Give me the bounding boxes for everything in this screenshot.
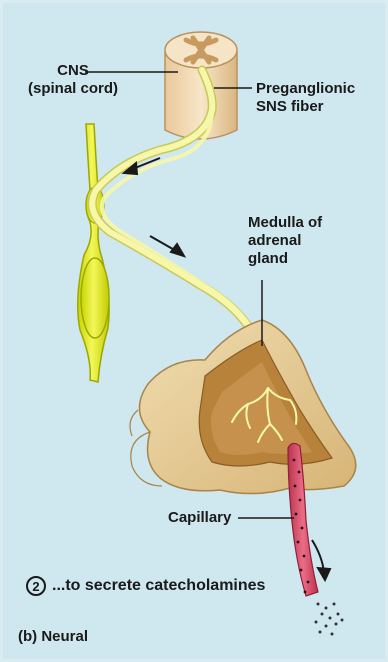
- panel-title: (b) Neural: [18, 628, 88, 645]
- spinal-cord: [165, 32, 237, 139]
- medulla-label: Medulla of adrenal gland: [248, 214, 322, 268]
- preganglionic-label-line2: SNS fiber: [256, 98, 355, 116]
- preganglionic-label: Preganglionic SNS fiber: [256, 80, 355, 116]
- step-number-badge: 2: [26, 576, 46, 596]
- cns-label-line2: (spinal cord): [28, 80, 118, 98]
- catecholamine-dots: [315, 603, 344, 636]
- sympathetic-chain: [78, 124, 109, 382]
- step-caption: 2 ...to secrete catecholamines: [26, 576, 265, 596]
- cns-label: CNS (spinal cord): [28, 62, 118, 98]
- preganglionic-label-line1: Preganglionic: [256, 80, 355, 98]
- cns-label-line1: CNS: [28, 62, 118, 80]
- medulla-label-line1: Medulla of: [248, 214, 322, 232]
- capillary-label: Capillary: [168, 509, 231, 527]
- step-text: ...to secrete catecholamines: [52, 577, 265, 595]
- panel-letter: (b): [18, 628, 37, 645]
- medulla-label-line2: adrenal: [248, 232, 322, 250]
- panel-title-text: Neural: [41, 628, 88, 645]
- medulla-label-line3: gland: [248, 250, 322, 268]
